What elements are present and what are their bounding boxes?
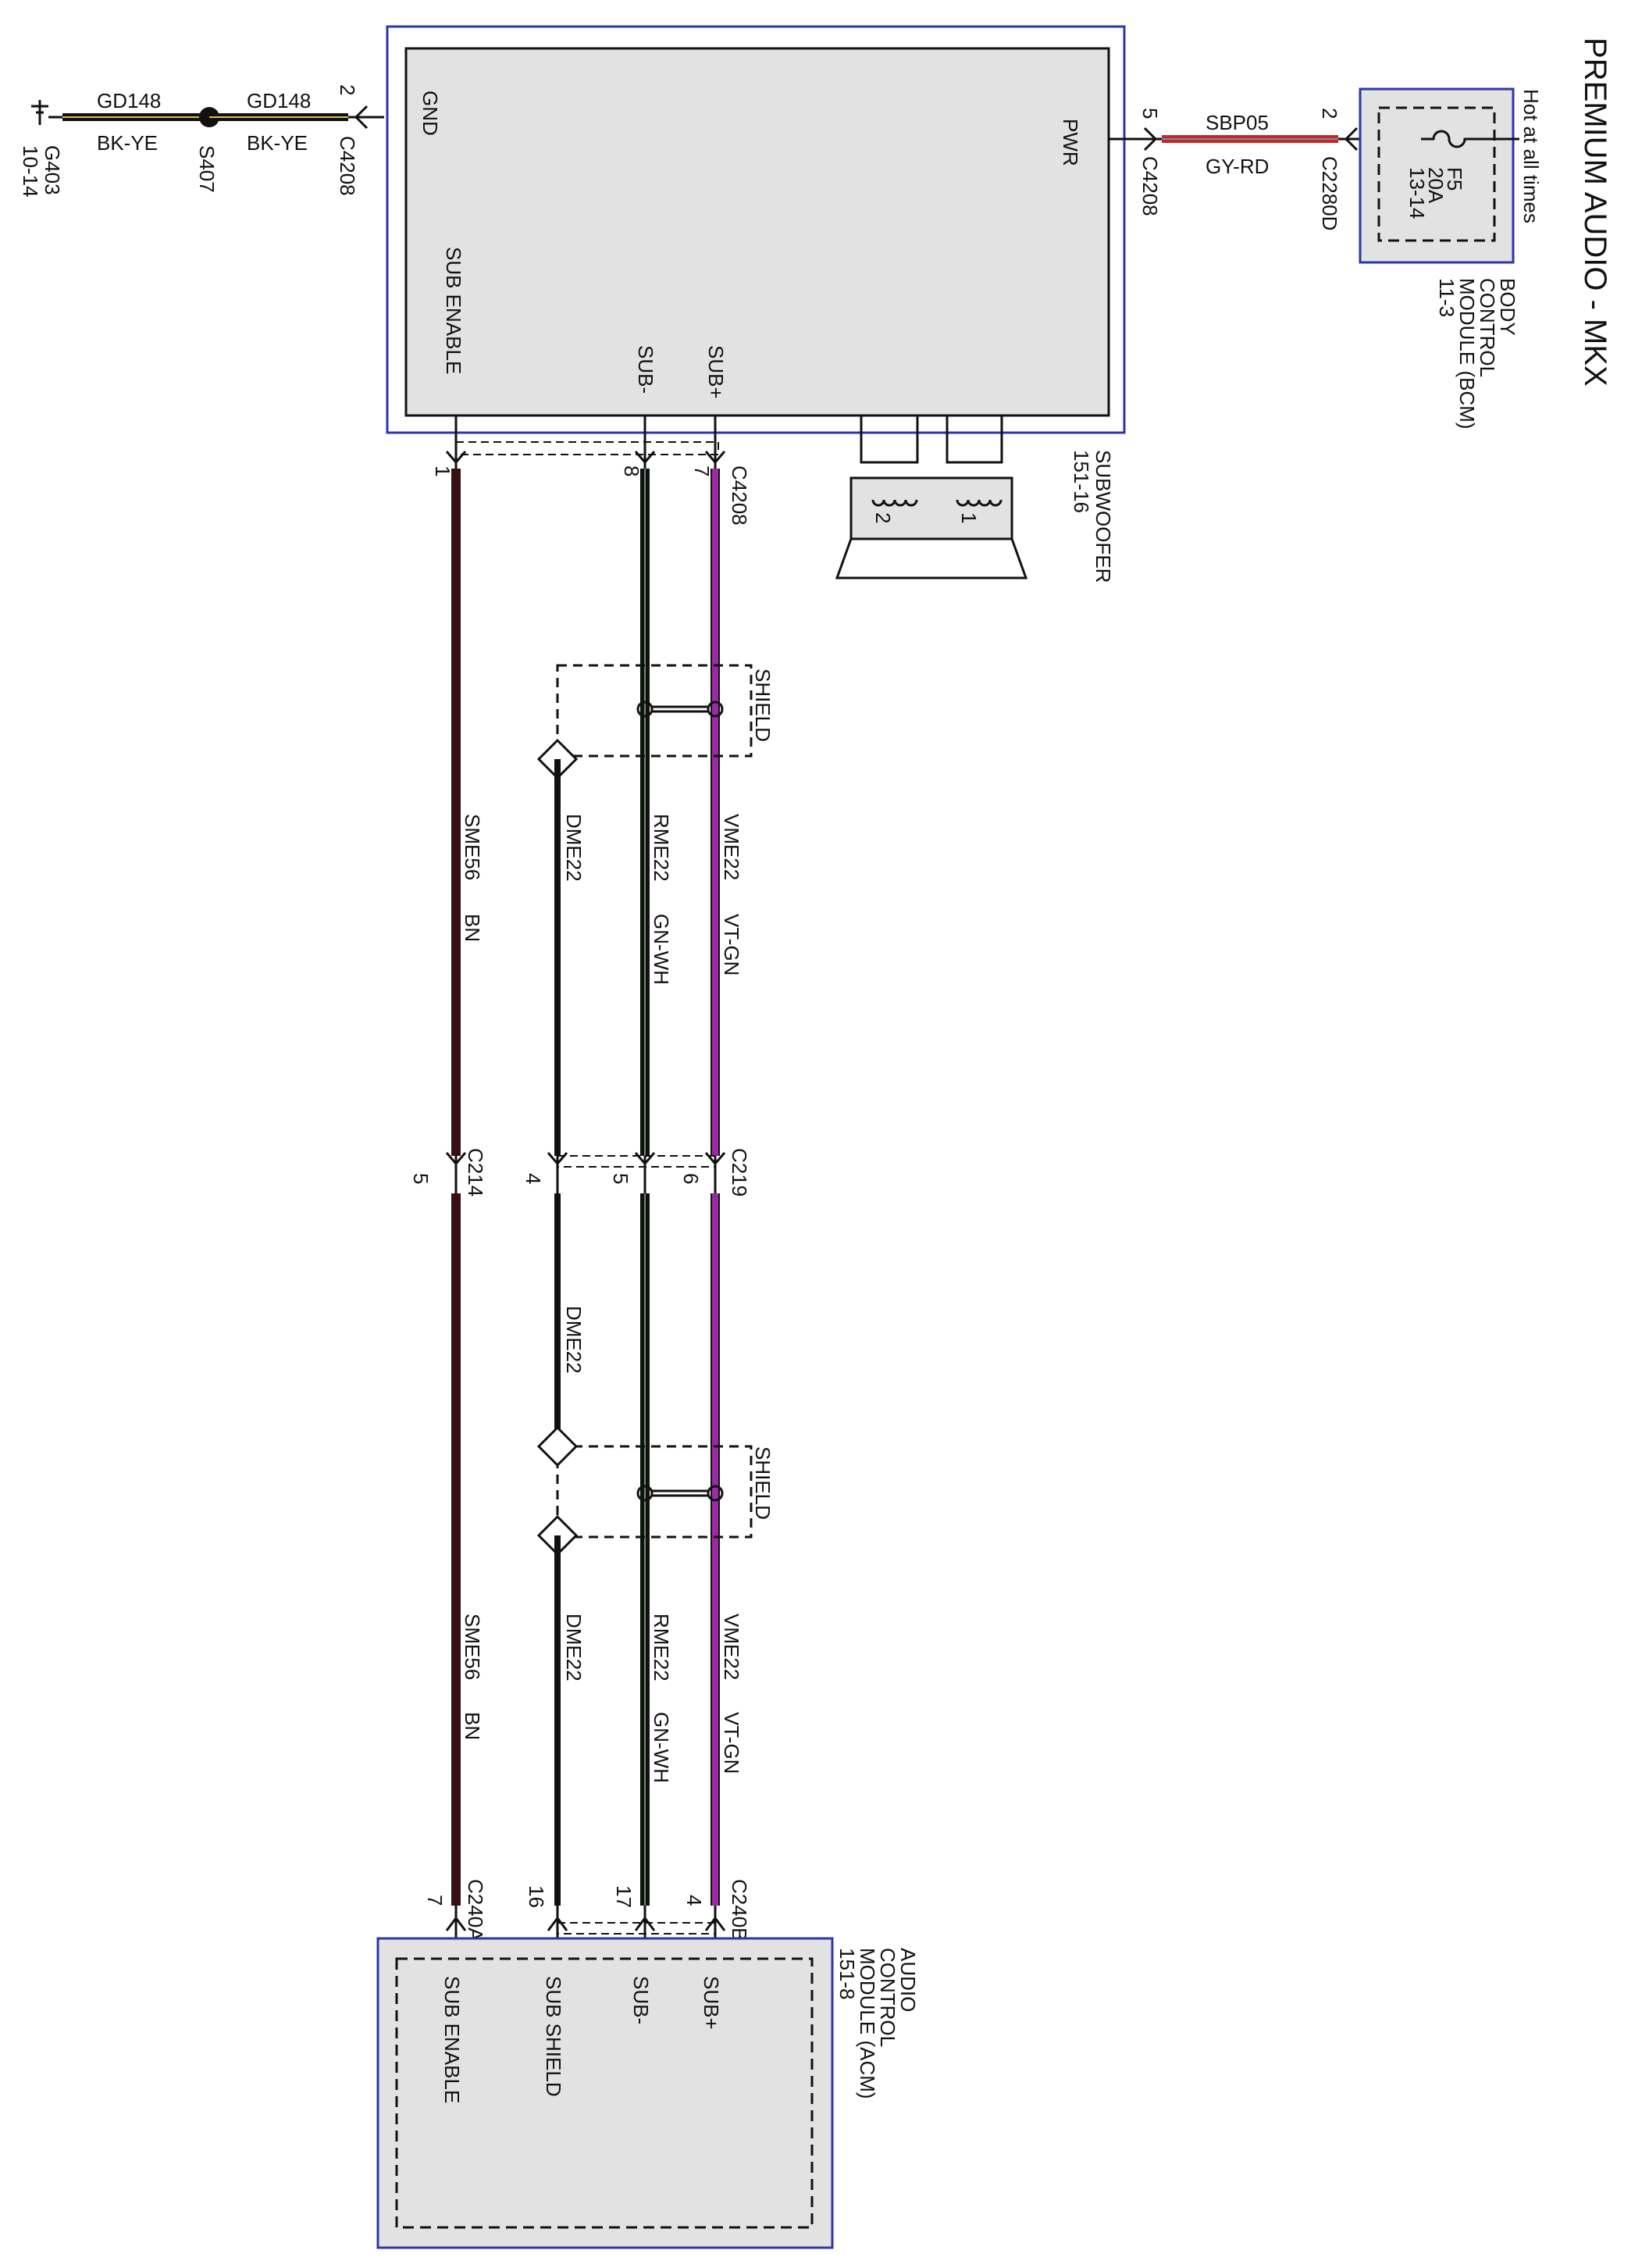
hot-note: Hot at all times: [1519, 89, 1543, 223]
bcm-connector: C2280D: [1318, 156, 1341, 230]
mid-drain-diamond: [536, 1425, 579, 1467]
lower-vme22-color: VT-GN: [720, 1712, 743, 1774]
acm-name-2: CONTROL: [876, 1948, 899, 2047]
upper-shield-twist: [636, 701, 724, 718]
bcm-name-3: MODULE (BCM): [1455, 278, 1479, 430]
upper-shield-label: SHIELD: [751, 669, 775, 742]
speaker-coil-1: 1: [957, 512, 981, 523]
gnd-wire-right-color: BK-YE: [247, 131, 308, 155]
amp-sub-minus-label: SUB-: [634, 345, 657, 394]
c219-pin-drain: 4: [522, 1173, 545, 1184]
inline-arrows: [445, 1152, 726, 1166]
c219-dashed-box: [557, 1155, 716, 1168]
c4208-pin-sub-enable: 1: [431, 465, 454, 476]
c240b-pin-sub-plus: 4: [682, 1895, 706, 1906]
gnd-wire-left-circuit: GD148: [97, 89, 161, 112]
bcm-name-2: CONTROL: [1476, 278, 1499, 377]
lower-shield-label: SHIELD: [751, 1446, 775, 1520]
acm-sub-shield-label: SUB SHIELD: [542, 1976, 565, 2097]
sbp05-color: GY-RD: [1206, 155, 1269, 178]
c240b-connector: C240B: [728, 1879, 751, 1942]
c219-connector: C219: [728, 1148, 751, 1196]
sbp05-circuit: SBP05: [1206, 111, 1269, 134]
pwr-pin: 5: [1138, 108, 1162, 119]
acm-sub-plus-label: SUB+: [700, 1976, 723, 2030]
c4208-dashed-box: [455, 441, 719, 455]
pwr-connector: C4208: [1138, 156, 1162, 216]
fuse-id: F5: [1443, 167, 1466, 191]
c240b-pin-shield: 16: [525, 1885, 548, 1908]
lower-sme56-color: BN: [461, 1712, 484, 1740]
upper-rme22-color: GN-WH: [650, 914, 673, 985]
inline-gap: [454, 1156, 717, 1193]
c4208-leads: [454, 415, 717, 469]
c240a-connector: C240A: [464, 1879, 487, 1942]
c214-pin: 5: [409, 1173, 433, 1184]
c4208-pin-sub-minus: 8: [620, 465, 643, 476]
gnd-wire-right-circuit: GD148: [247, 89, 311, 112]
gnd-wire-left-color: BK-YE: [97, 131, 158, 155]
c240a-pin: 7: [423, 1895, 447, 1906]
acm-sub-minus-label: SUB-: [629, 1976, 653, 2024]
c4208-lower-connector: C4208: [728, 465, 751, 526]
acm-name-3: MODULE (ACM): [856, 1948, 879, 2099]
connector-arrow-pwr: [1143, 127, 1158, 152]
bcm-inner-dashed: [1377, 106, 1496, 242]
lower-shield-twist: [636, 1485, 724, 1502]
speaker-symbol: [835, 415, 1028, 579]
c219-pin-sub-plus: 6: [679, 1173, 703, 1184]
subwoofer-name: SUBWOOFER: [1092, 450, 1115, 583]
splice-id: S407: [195, 145, 219, 193]
amp-sub-enable-label: SUB ENABLE: [442, 247, 465, 374]
bcm-pin: 2: [1318, 108, 1341, 119]
c4208-pin-sub-plus: 7: [690, 465, 714, 476]
fuse-rating: 20A: [1424, 167, 1448, 204]
acm-arrows: [445, 1916, 726, 1931]
bcm-name-4: 11-3: [1435, 278, 1458, 317]
lower-shield-box: [556, 1445, 753, 1539]
acm-frame: [376, 1937, 834, 2249]
lower-dme22-circuit: DME22: [562, 1614, 586, 1681]
lower-rme22-color: GN-WH: [650, 1712, 673, 1783]
upper-vme22-circuit: VME22: [720, 814, 743, 880]
acm-inner-dashed: [395, 1957, 814, 2229]
amp-body: [404, 47, 1110, 417]
fuse-icon: [1421, 130, 1519, 148]
bcm-frame: [1359, 87, 1515, 264]
amp-pwr-label: PWR: [1059, 119, 1082, 166]
upper-sme56-circuit: SME56: [461, 814, 484, 880]
acm-name-4: 151-8: [835, 1948, 859, 2000]
acm-name-1: AUDIO: [896, 1948, 920, 2012]
lower-rme22-circuit: RME22: [650, 1614, 673, 1681]
c240b-pin-sub-minus: 17: [612, 1885, 636, 1908]
c4208-arrows: [445, 451, 726, 465]
page-title: PREMIUM AUDIO - MKX: [1578, 37, 1612, 387]
speaker-coil-2: 2: [871, 512, 895, 523]
upper-sme56-color: BN: [461, 914, 484, 942]
upper-shield-box: [556, 664, 753, 758]
upper-dme22-circuit: DME22: [562, 814, 586, 882]
bcm-name-1: BODY: [1496, 278, 1519, 336]
ground-symbol: [31, 100, 62, 125]
amp-sub-plus-label: SUB+: [704, 345, 728, 399]
upper-vme22-color: VT-GN: [720, 914, 743, 975]
upper-rme22-circuit: RME22: [650, 814, 673, 882]
mid-dme22-circuit: DME22: [562, 1306, 586, 1374]
subwoofer-ref: 151-16: [1070, 450, 1093, 513]
gnd-connector: C4208: [336, 136, 359, 196]
lower-vme22-circuit: VME22: [720, 1614, 743, 1680]
fuse-ref: 13-14: [1405, 167, 1429, 219]
ground-ref: 10-14: [19, 145, 42, 198]
ground-id: G403: [41, 145, 64, 195]
lower-sme56-circuit: SME56: [461, 1614, 484, 1680]
acm-sub-enable-label: SUB ENABLE: [440, 1976, 464, 2103]
gnd-pin: 2: [336, 84, 359, 95]
c214-connector: C214: [464, 1148, 487, 1196]
c219-pin-sub-minus: 5: [609, 1173, 632, 1184]
amp-gnd-label: GND: [418, 91, 442, 136]
